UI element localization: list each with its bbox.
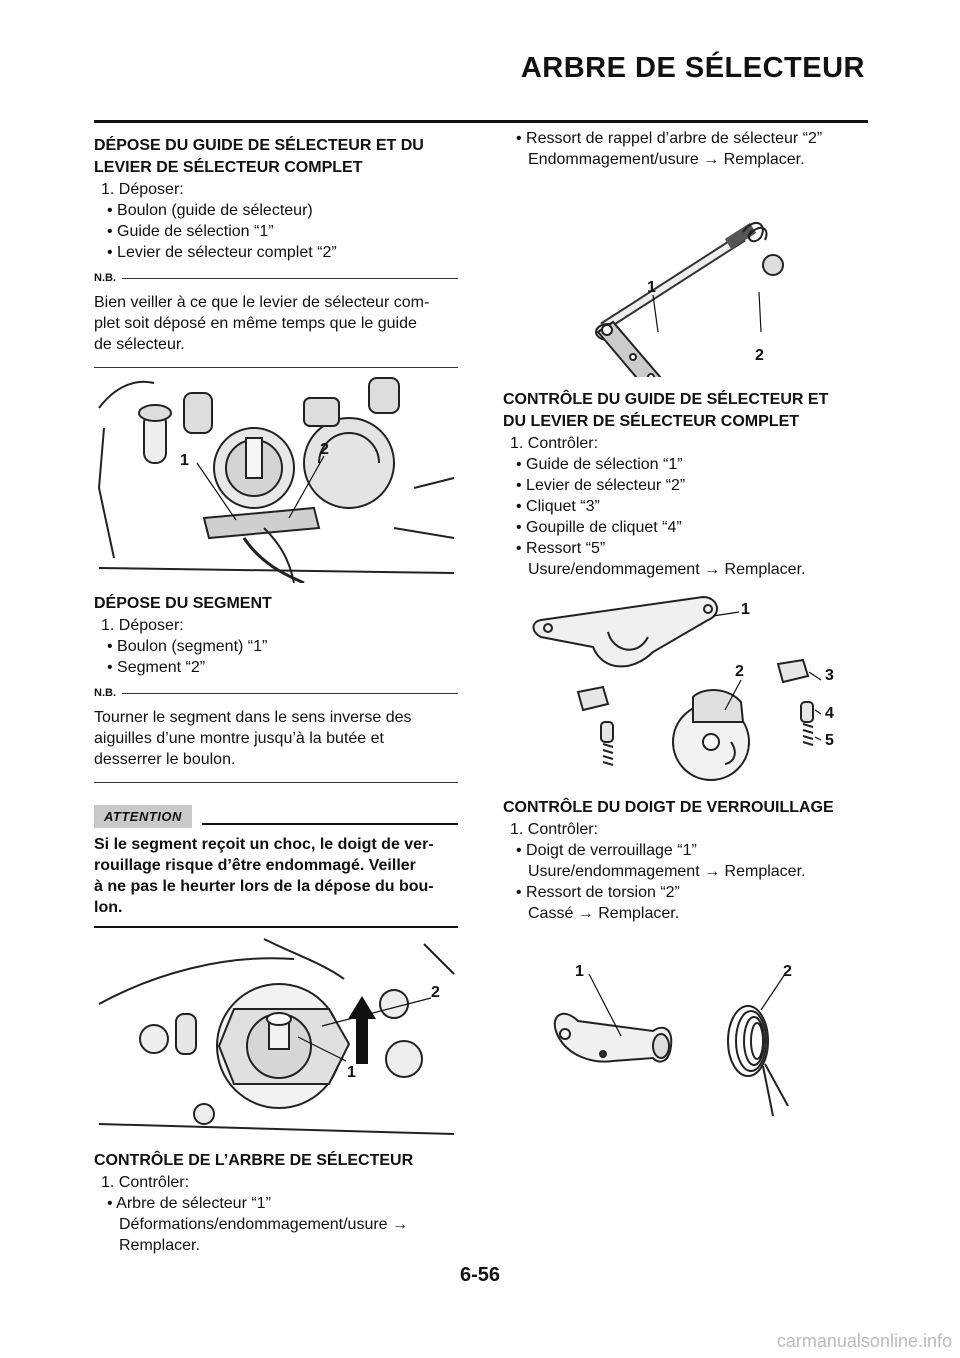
note-text: Tourner le segment dans le sens inverse …	[94, 707, 458, 770]
figure-shift-shaft: 1 2	[595, 222, 784, 377]
section-title: LEVIER DE SÉLECTEUR COMPLET	[94, 159, 363, 176]
note-line: Bien veiller à ce que le levier de sélec…	[94, 294, 430, 311]
callout-1: 1	[347, 1064, 356, 1081]
callout-2: 2	[755, 347, 764, 364]
figure-shift-guide-parts: 1 2 3 4 5	[532, 595, 834, 781]
callout-3: 3	[825, 667, 834, 684]
caution-line: à ne pas le heurter lors de la dépose du…	[94, 878, 434, 895]
caution-line: Si le segment reçoit un choc, le doigt d…	[94, 836, 434, 853]
section-title: CONTRÔLE DE L’ARBRE DE SÉLECTEUR	[94, 1152, 414, 1169]
step: 1. Contrôler:	[101, 1174, 190, 1191]
bullet: • Arbre de sélecteur “1”	[107, 1195, 271, 1212]
note-end-rule	[94, 782, 458, 783]
bullet: • Cliquet “3”	[516, 498, 600, 515]
callout-1: 1	[180, 452, 189, 469]
note-text: Bien veiller à ce que le levier de sélec…	[94, 292, 458, 355]
figure-segment-removal: 1 2	[98, 938, 455, 1135]
note-end-rule	[94, 367, 458, 368]
caution-line: rouillage risque d’être endommagé. Veill…	[94, 857, 416, 874]
note-header: N.B.	[94, 687, 458, 699]
page-title: ARBRE DE SÉLECTEUR	[520, 52, 865, 84]
section-title: DÉPOSE DU GUIDE DE SÉLECTEUR ET DU	[94, 137, 424, 154]
left-column: DÉPOSE DU GUIDE DE SÉLECTEUR ET DU LEVIE…	[94, 135, 458, 1256]
section-title: CONTRÔLE DU GUIDE DE SÉLECTEUR ET	[503, 391, 829, 408]
caution-line: lon.	[94, 899, 123, 916]
bullet: • Levier de sélecteur “2”	[516, 477, 686, 494]
bullet: • Goupille de cliquet “4”	[516, 519, 682, 536]
callout-1: 1	[647, 279, 656, 296]
bullet-continuation: Remplacer.	[119, 1237, 200, 1254]
bullet-continuation: Déformations/endommagement/usure →	[119, 1216, 409, 1233]
bullet: • Ressort de rappel d’arbre de sélecteur…	[516, 130, 823, 147]
bullet-continuation: Endommagement/usure → Remplacer.	[528, 151, 805, 168]
page-number: 6-56	[459, 1264, 501, 1286]
callout-5: 5	[825, 732, 834, 749]
bullet: • Ressort de torsion “2”	[516, 884, 680, 901]
bullet: • Boulon (guide de sélecteur)	[107, 202, 313, 219]
watermark: carmanualsonline.info	[776, 1331, 952, 1351]
note-label: N.B.	[94, 272, 116, 284]
section-title: DÉPOSE DU SEGMENT	[94, 595, 272, 612]
step: 1. Déposer:	[101, 181, 184, 198]
callout-2: 2	[783, 963, 792, 980]
caution-badge: ATTENTION	[94, 805, 192, 828]
bullet: • Segment “2”	[107, 659, 206, 676]
section-title: CONTRÔLE DU DOIGT DE VERROUILLAGE	[503, 799, 834, 816]
section-title: DU LEVIER DE SÉLECTEUR COMPLET	[503, 413, 800, 430]
bullet: • Ressort “5”	[516, 540, 606, 557]
note-line: plet soit déposé en même temps que le gu…	[94, 315, 417, 332]
figure-stopper-lever-spring: 1 2	[553, 963, 792, 1116]
callout-1: 1	[741, 601, 750, 618]
bullet: • Boulon (segment) “1”	[107, 638, 268, 655]
step: 1. Contrôler:	[510, 821, 599, 838]
callout-2: 2	[431, 984, 440, 1001]
caution-end-rule	[94, 926, 458, 928]
bullet-continuation: Cassé → Remplacer.	[528, 905, 680, 922]
caution-text: Si le segment reçoit un choc, le doigt d…	[94, 834, 458, 918]
note-line: desserrer le boulon.	[94, 751, 236, 768]
right-column: • Ressort de rappel d’arbre de sélecteur…	[503, 128, 867, 1116]
figure-shift-guide-removal: 1 2	[97, 377, 455, 583]
bullet-continuation: Usure/endommagement → Remplacer.	[528, 561, 806, 578]
bullet: • Doigt de verrouillage “1”	[516, 842, 697, 859]
callout-1: 1	[575, 963, 584, 980]
bullet-continuation: Usure/endommagement → Remplacer.	[528, 863, 806, 880]
note-label: N.B.	[94, 687, 116, 699]
note-line: Tourner le segment dans le sens inverse …	[94, 709, 412, 726]
callout-2: 2	[735, 663, 744, 680]
caution-header: ATTENTION	[94, 805, 458, 828]
note-line: de sélecteur.	[94, 336, 185, 353]
bullet: • Levier de sélecteur complet “2”	[107, 244, 337, 261]
callout-2: 2	[320, 441, 329, 458]
bullet: • Guide de sélection “1”	[107, 223, 274, 240]
step: 1. Déposer:	[101, 617, 184, 634]
note-header: N.B.	[94, 272, 458, 284]
callout-4: 4	[825, 705, 834, 722]
header-rule	[94, 120, 868, 123]
bullet: • Guide de sélection “1”	[516, 456, 683, 473]
step: 1. Contrôler:	[510, 435, 599, 452]
note-line: aiguilles d’une montre jusqu’à la butée …	[94, 730, 384, 747]
